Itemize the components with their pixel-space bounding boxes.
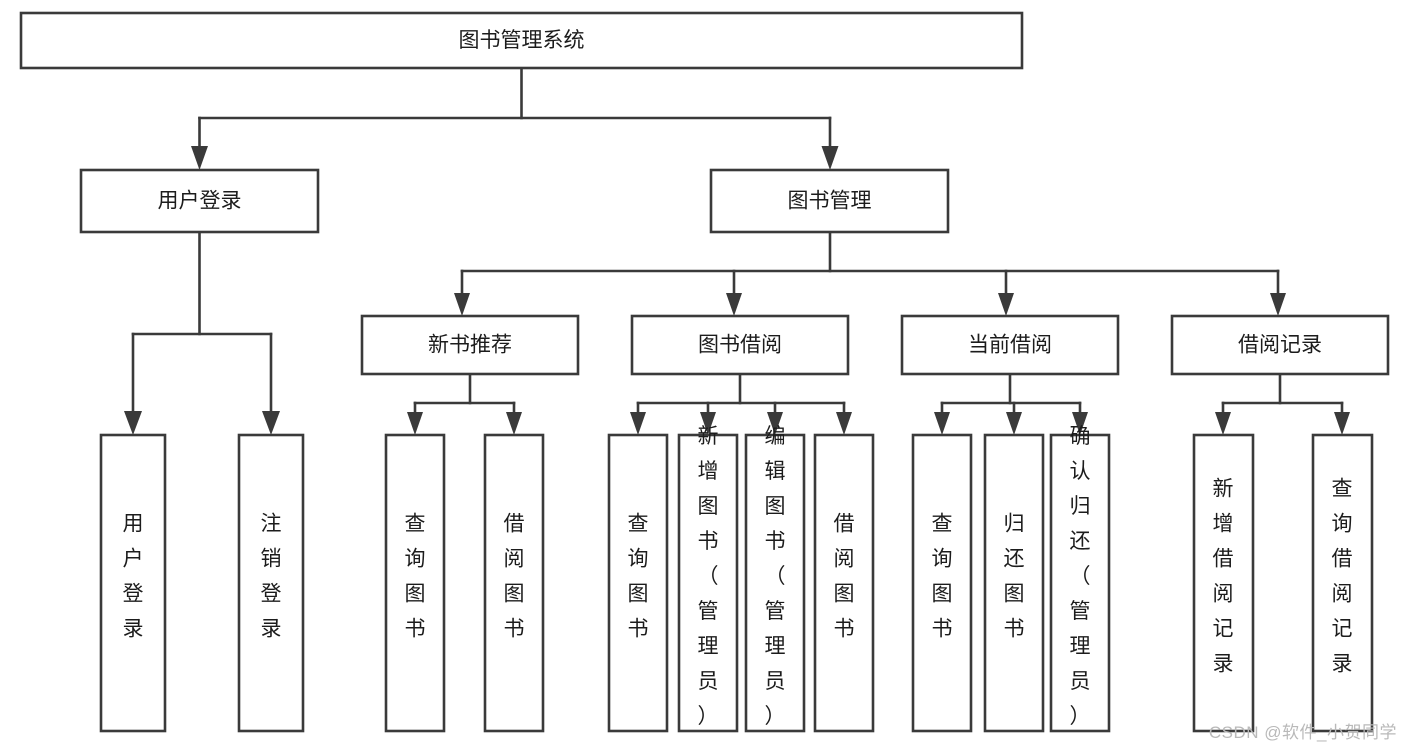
connector-layer [124, 66, 1350, 435]
arrow-bookmgmt-to-borrow [726, 293, 742, 316]
arrow-bookmgmt-to-current [998, 293, 1014, 316]
node-borrow-record[interactable]: 借阅记录 [1170, 314, 1390, 376]
arrow-root-to-user-login [191, 146, 208, 170]
arrow-borrow-to-query [630, 412, 646, 435]
arrow-userlogin-to-login [124, 411, 142, 435]
leaf-borrow-book-1-label: 借阅图书 [504, 513, 525, 641]
leaf-query-book-1-box[interactable] [384, 433, 446, 733]
current-borrow-label: 当前借阅 [968, 334, 1052, 357]
leaf-return-book-box[interactable] [983, 433, 1045, 733]
root-box[interactable] [19, 11, 1024, 70]
node-leaf-query-book-3[interactable]: 查询图书 [911, 433, 973, 733]
new-book-recommend-label: 新书推荐 [428, 334, 512, 357]
new-book-recommend-box[interactable] [360, 314, 580, 376]
borrow-record-label: 借阅记录 [1238, 334, 1322, 357]
leaf-add-record-label: 新增借阅记录 [1213, 478, 1234, 676]
arrow-record-to-query [1334, 412, 1350, 435]
current-borrow-box[interactable] [900, 314, 1120, 376]
book-management-box[interactable] [709, 168, 950, 234]
node-leaf-logout[interactable]: 注销登录 [237, 433, 305, 733]
arrow-borrow-to-edit [767, 412, 783, 435]
node-root[interactable]: 图书管理系统 [19, 11, 1024, 70]
leaf-edit-book-label: 编辑图书（管理员） [765, 425, 786, 728]
node-user-login[interactable]: 用户登录 [79, 168, 320, 234]
leaf-add-book-label: 新增图书（管理员） [698, 425, 719, 728]
book-management-label: 图书管理 [788, 190, 872, 213]
arrow-newbook-to-query [407, 412, 423, 435]
leaf-confirm-return-box[interactable] [1049, 433, 1111, 733]
leaf-query-book-2-box[interactable] [607, 433, 669, 733]
node-leaf-add-book[interactable]: 新增图书（管理员） [677, 425, 739, 733]
leaf-confirm-return-label: 确认归还（管理员） [1070, 425, 1091, 728]
node-leaf-borrow-book-1[interactable]: 借阅图书 [483, 433, 545, 733]
arrow-current-to-return [1006, 412, 1022, 435]
arrow-bookmgmt-to-record [1270, 293, 1286, 316]
leaf-borrow-book-2-box[interactable] [813, 433, 875, 733]
arrow-newbook-to-borrow [506, 412, 522, 435]
node-book-borrow[interactable]: 图书借阅 [630, 314, 850, 376]
node-leaf-edit-book[interactable]: 编辑图书（管理员） [744, 425, 806, 733]
leaf-logout-box[interactable] [237, 433, 305, 733]
arrow-userlogin-to-logout [262, 411, 280, 435]
user-login-box[interactable] [79, 168, 320, 234]
leaf-borrow-book-1-box[interactable] [483, 433, 545, 733]
node-current-borrow[interactable]: 当前借阅 [900, 314, 1120, 376]
arrow-borrow-to-lend [836, 412, 852, 435]
node-leaf-add-record[interactable]: 新增借阅记录 [1192, 433, 1255, 733]
leaf-borrow-book-2-label: 借阅图书 [834, 513, 855, 641]
leaf-logout-label: 注销登录 [261, 513, 282, 641]
node-leaf-user-login[interactable]: 用户登录 [99, 433, 167, 733]
leaf-edit-book-box[interactable] [744, 433, 806, 733]
node-leaf-query-book-2[interactable]: 查询图书 [607, 433, 669, 733]
leaf-query-book-2-label: 查询图书 [628, 513, 649, 641]
node-leaf-return-book[interactable]: 归还图书 [983, 433, 1045, 733]
node-leaf-query-book-1[interactable]: 查询图书 [384, 433, 446, 733]
borrow-record-box[interactable] [1170, 314, 1390, 376]
book-borrow-label: 图书借阅 [698, 334, 782, 357]
arrow-root-to-book-mgmt [821, 146, 839, 170]
arrow-record-to-add [1215, 412, 1231, 435]
leaf-query-record-box[interactable] [1311, 433, 1374, 733]
node-leaf-confirm-return[interactable]: 确认归还（管理员） [1049, 425, 1111, 733]
node-book-management[interactable]: 图书管理 [709, 168, 950, 234]
leaf-query-record-label: 查询借阅记录 [1332, 478, 1353, 676]
leaf-return-book-label: 归还图书 [1004, 513, 1025, 641]
leaf-add-book-box[interactable] [677, 433, 739, 733]
node-new-book-recommend[interactable]: 新书推荐 [360, 314, 580, 376]
leaf-query-book-1-label: 查询图书 [405, 513, 426, 641]
user-login-label: 用户登录 [158, 190, 242, 213]
leaf-query-book-3-box[interactable] [911, 433, 973, 733]
root-label: 图书管理系统 [459, 29, 585, 52]
leaf-add-record-box[interactable] [1192, 433, 1255, 733]
arrow-current-to-confirm [1072, 412, 1088, 435]
leaf-query-book-3-label: 查询图书 [932, 513, 953, 641]
node-leaf-query-record[interactable]: 查询借阅记录 [1311, 433, 1374, 733]
arrow-current-to-query [934, 412, 950, 435]
book-borrow-box[interactable] [630, 314, 850, 376]
leaf-user-login-label: 用户登录 [123, 513, 144, 641]
csdn-watermark: CSDN @软件_小贺同学 [1208, 723, 1397, 742]
arrow-bookmgmt-to-newbook [454, 293, 470, 316]
leaf-user-login-box[interactable] [99, 433, 167, 733]
node-leaf-borrow-book-2[interactable]: 借阅图书 [813, 433, 875, 733]
arrow-borrow-to-add [700, 412, 716, 435]
